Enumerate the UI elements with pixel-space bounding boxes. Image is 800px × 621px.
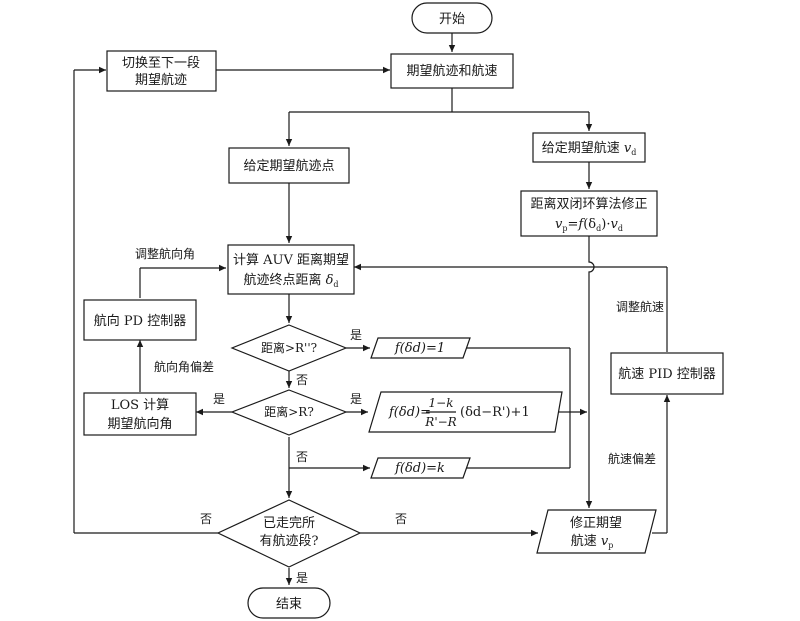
adjust-heading-label: 调整航向角 — [135, 246, 195, 261]
no-label-d2: 否 — [296, 450, 308, 464]
expected-trajectory-label: 期望航迹和航速 — [406, 63, 497, 79]
switch-segment-box: 切换至下一段 期望航迹 — [106, 50, 217, 92]
end-terminal: 结束 — [247, 587, 331, 619]
decision-distance-r2-label: 距离>R''? — [261, 340, 317, 355]
heading-deviation-label: 航向角偏差 — [154, 359, 214, 374]
compute-distance-line1: 计算 AUV 距离期望 — [233, 252, 349, 268]
yes-label-d1: 是 — [350, 328, 362, 342]
speed-pid-box: 航速 PID 控制器 — [610, 352, 724, 395]
f-equals-k-label: f(δd)=k — [394, 461, 445, 476]
switch-segment-line1: 切换至下一段 — [122, 56, 200, 71]
switch-segment-line2: 期望航迹 — [135, 72, 187, 88]
distance-correction-box: 距离双闭环算法修正 vp=f(δd)·vd — [520, 190, 658, 237]
yes-label-d2: 是 — [350, 392, 362, 406]
give-speed-text: 给定期望航速 — [542, 140, 624, 156]
speed-deviation-label: 航速偏差 — [608, 451, 656, 466]
no-label-final-left: 否 — [200, 512, 212, 526]
no-label-d1: 否 — [296, 373, 308, 387]
expected-trajectory-box: 期望航迹和航速 — [390, 53, 514, 89]
connectors — [73, 33, 671, 585]
f-interpolation: f(δd)= 1−k R'−R (δd−R')+1 — [368, 391, 563, 433]
los-box: LOS 计算 期望航向角 — [83, 392, 197, 436]
start-terminal: 开始 — [411, 2, 493, 34]
heading-pd-label: 航向 PD 控制器 — [94, 313, 186, 329]
f-interp-denominator: R'−R — [424, 415, 456, 429]
los-line1: LOS 计算 — [111, 398, 169, 413]
decision-distance-r-label: 距离>R? — [264, 404, 314, 419]
no-label-final-right: 否 — [395, 512, 407, 526]
f-interp-left: f(δd)= — [388, 405, 431, 420]
correct-speed-line1: 修正期望 — [570, 515, 622, 531]
correct-speed-line2: 航速 vp — [571, 533, 614, 550]
decision-distance-r2: 距离>R''? — [230, 324, 348, 372]
f-equals-k: f(δd)=k — [370, 457, 471, 479]
f-interp-left-text: f(δd)= — [388, 405, 431, 420]
speed-pid-label: 航速 PID 控制器 — [618, 366, 716, 382]
distance-correction-formula: vp=f(δd)·vd — [555, 217, 623, 233]
yes-label-d2-left: 是 — [213, 392, 225, 406]
decision-all-segments-line1: 已走完所 — [263, 516, 315, 531]
f-equals-one: f(δd)=1 — [370, 337, 471, 359]
adjust-speed-label: 调整航速 — [616, 299, 664, 314]
f-interp-numerator: 1−k — [429, 396, 454, 410]
give-speed-label: 给定期望航速 vd — [542, 140, 637, 157]
f-interp-right: (δd−R')+1 — [460, 405, 530, 420]
heading-pd-box: 航向 PD 控制器 — [83, 299, 197, 341]
yes-label-final: 是 — [296, 571, 308, 585]
compute-distance-text: 航迹终点距离 — [243, 272, 325, 288]
correct-speed-text: 航速 — [571, 533, 601, 549]
compute-distance-line2: 航迹终点距离 δd — [243, 272, 338, 289]
compute-distance-box: 计算 AUV 距离期望 航迹终点距离 δd — [227, 244, 355, 295]
end-label: 结束 — [276, 597, 302, 612]
give-points-box: 给定期望航迹点 — [228, 147, 350, 184]
start-label: 开始 — [439, 12, 465, 27]
decision-distance-r: 距离>R? — [230, 389, 348, 436]
los-line2: 期望航向角 — [107, 416, 172, 432]
give-points-label: 给定期望航迹点 — [243, 158, 334, 174]
f-equals-one-label: f(δd)=1 — [394, 341, 445, 356]
correct-speed-box: 修正期望 航速 vp — [536, 509, 657, 554]
distance-correction-line1: 距离双闭环算法修正 — [530, 196, 647, 212]
decision-all-segments: 已走完所 有航迹段? — [216, 499, 362, 568]
give-speed-box: 给定期望航速 vd — [532, 132, 646, 163]
decision-all-segments-line2: 有航迹段? — [260, 533, 319, 549]
